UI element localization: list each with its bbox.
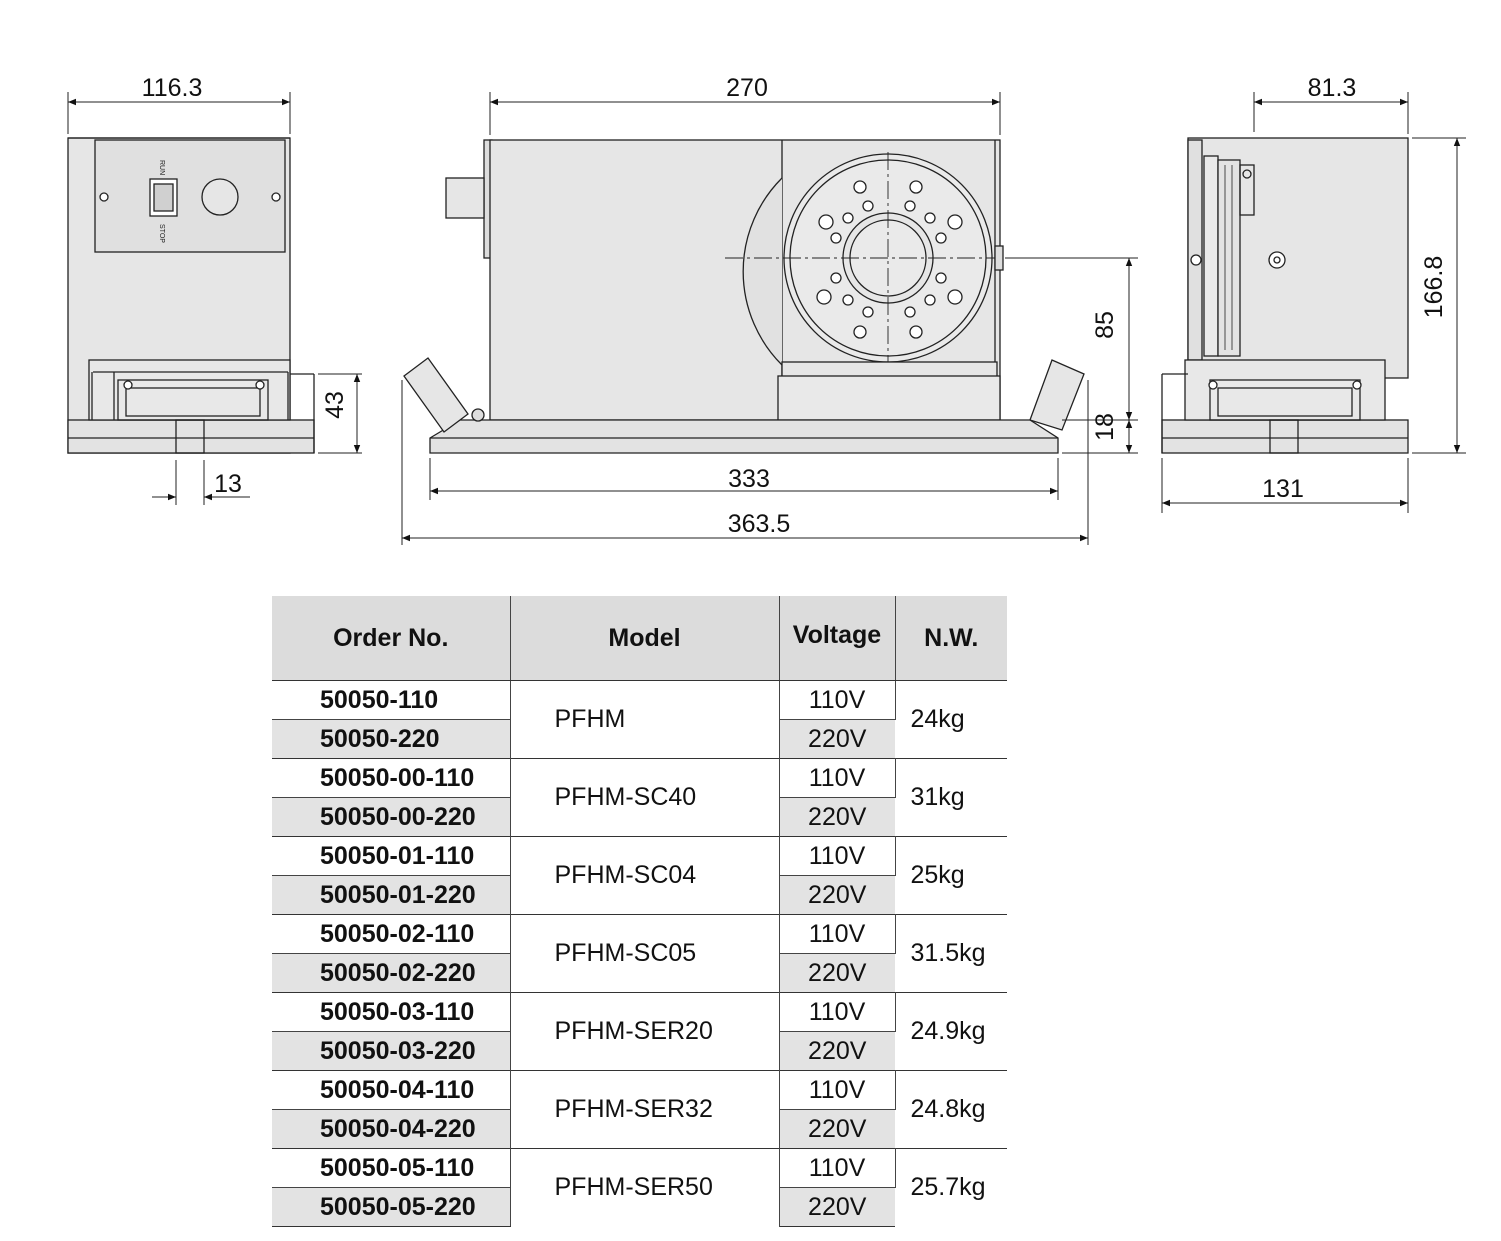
- voltage-cell: 220V: [779, 953, 895, 993]
- table-row: 50050-02-220 220V: [272, 953, 1007, 993]
- dim-base-height: 43: [321, 391, 349, 419]
- dimension-lines: [67, 92, 1466, 545]
- voltage-cell: 220V: [779, 719, 895, 759]
- main-view: [403, 139, 1085, 454]
- order-number-cell: 50050-02-220: [272, 953, 511, 993]
- voltage-cell: 220V: [779, 875, 895, 915]
- net-weight-cell: 31kg: [895, 758, 1007, 837]
- net-weight-cell: 25kg: [895, 836, 1007, 915]
- model-cell: PFHM-SER20: [510, 992, 780, 1071]
- dim-front-width: 116.3: [142, 74, 203, 102]
- voltage-cell: 220V: [779, 797, 895, 837]
- dim-center-height: 85: [1091, 311, 1119, 339]
- voltage-cell: 110V: [779, 680, 896, 720]
- stop-label: STOP: [158, 224, 165, 243]
- net-weight-cell: 24.9kg: [895, 992, 1007, 1071]
- end-view: [1161, 137, 1409, 454]
- technical-drawing: RUN STOP: [67, 74, 1466, 545]
- voltage-cell: 110V: [779, 836, 896, 876]
- dim-overall-height: 166.8: [1420, 256, 1448, 319]
- order-number-cell: 50050-01-110: [272, 836, 511, 876]
- order-number-cell: 50050-05-110: [272, 1148, 511, 1188]
- dim-side-width: 81.3: [1308, 74, 1357, 102]
- order-number-cell: 50050-01-220: [272, 875, 511, 915]
- voltage-cell: 110V: [779, 1148, 896, 1188]
- voltage-cell: 220V: [779, 1109, 895, 1149]
- net-weight-cell: 24kg: [895, 680, 1007, 759]
- header-order-no: Order No.: [272, 596, 511, 681]
- table-row: 50050-03-220 220V: [272, 1031, 1007, 1071]
- voltage-cell: 110V: [779, 1070, 896, 1110]
- dim-top-length: 270: [726, 74, 768, 102]
- order-number-cell: 50050-03-110: [272, 992, 511, 1032]
- order-number-cell: 50050-220: [272, 719, 511, 759]
- header-voltage: Voltage: [779, 596, 896, 681]
- table-row: 50050-01-220 220V: [272, 875, 1007, 915]
- voltage-cell: 110V: [779, 758, 896, 798]
- voltage-cell: 110V: [779, 914, 896, 954]
- order-number-cell: 50050-03-220: [272, 1031, 511, 1071]
- header-model: Model: [510, 596, 780, 681]
- dim-slot-width: 13: [214, 470, 242, 498]
- net-weight-cell: 31.5kg: [895, 914, 1007, 993]
- front-view: [67, 137, 315, 454]
- header-nw: N.W.: [895, 596, 1007, 681]
- voltage-cell: 220V: [779, 1187, 895, 1227]
- table-row: 50050-220 220V: [272, 719, 1007, 759]
- table-row: 50050-04-220 220V: [272, 1109, 1007, 1149]
- voltage-cell: 110V: [779, 992, 896, 1032]
- table-header-row: Order No. Model Voltage N.W.: [272, 596, 1007, 681]
- model-cell: PFHM-SC05: [510, 914, 780, 993]
- model-cell: PFHM-SC04: [510, 836, 780, 915]
- model-cell: PFHM: [510, 680, 780, 759]
- dim-base-length: 333: [728, 465, 770, 493]
- dim-side-base-width: 131: [1262, 475, 1304, 503]
- order-number-cell: 50050-00-220: [272, 797, 511, 837]
- model-cell: PFHM-SER50: [510, 1148, 780, 1227]
- order-number-cell: 50050-04-220: [272, 1109, 511, 1149]
- order-number-cell: 50050-00-110: [272, 758, 511, 798]
- model-cell: PFHM-SC40: [510, 758, 780, 837]
- voltage-cell: 220V: [779, 1031, 895, 1071]
- dim-base-thickness: 18: [1091, 413, 1119, 441]
- order-number-cell: 50050-04-110: [272, 1070, 511, 1110]
- table-row: 50050-05-220 220V: [272, 1187, 1007, 1227]
- order-number-cell: 50050-110: [272, 680, 511, 720]
- run-label: RUN: [158, 160, 165, 175]
- table-row: 50050-00-220 220V: [272, 797, 1007, 837]
- net-weight-cell: 24.8kg: [895, 1070, 1007, 1149]
- net-weight-cell: 25.7kg: [895, 1148, 1007, 1227]
- order-number-cell: 50050-02-110: [272, 914, 511, 954]
- dim-overall-length: 363.5: [728, 510, 791, 538]
- model-cell: PFHM-SER32: [510, 1070, 780, 1149]
- order-number-cell: 50050-05-220: [272, 1187, 511, 1227]
